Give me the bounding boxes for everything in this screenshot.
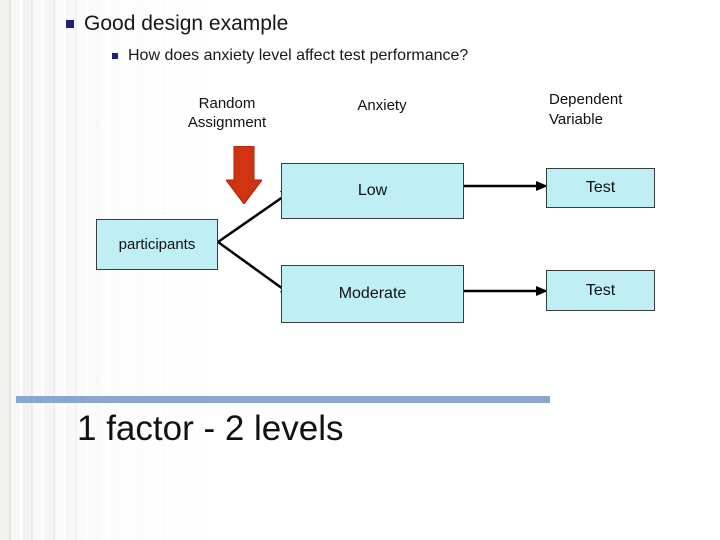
dependent-variable-line-1: Dependent bbox=[549, 91, 623, 108]
bullet-square-small-icon bbox=[112, 53, 118, 59]
node-participants[interactable]: participants bbox=[96, 219, 218, 270]
bullet-square-icon bbox=[66, 20, 74, 28]
connector-moderate-to-test bbox=[462, 286, 548, 296]
node-level-moderate[interactable]: Moderate bbox=[281, 265, 464, 323]
slide-subtitle: How does anxiety level affect test perfo… bbox=[128, 47, 469, 64]
column-heading-anxiety: Anxiety bbox=[357, 97, 407, 114]
dependent-variable-line-2: Variable bbox=[549, 111, 603, 128]
column-heading-random-assignment: Random Assignment bbox=[167, 94, 287, 132]
node-outcome-test-low[interactable]: Test bbox=[546, 168, 655, 208]
node-level-low[interactable]: Low bbox=[281, 163, 464, 219]
column-heading-dependent-variable: Dependent Variable bbox=[549, 90, 689, 130]
horizontal-rule bbox=[16, 396, 550, 403]
down-arrow-icon bbox=[226, 146, 262, 204]
footer-caption: 1 factor - 2 levels bbox=[77, 409, 344, 448]
random-assignment-line-2: Assignment bbox=[187, 114, 267, 131]
node-outcome-test-moderate[interactable]: Test bbox=[546, 270, 655, 311]
slide-title-row: Good design example bbox=[66, 12, 686, 36]
random-assignment-line-1: Random bbox=[198, 95, 256, 112]
slide-subtitle-row: How does anxiety level affect test perfo… bbox=[112, 47, 692, 65]
page-title: Good design example bbox=[84, 12, 289, 35]
connector-low-to-test bbox=[462, 181, 548, 191]
